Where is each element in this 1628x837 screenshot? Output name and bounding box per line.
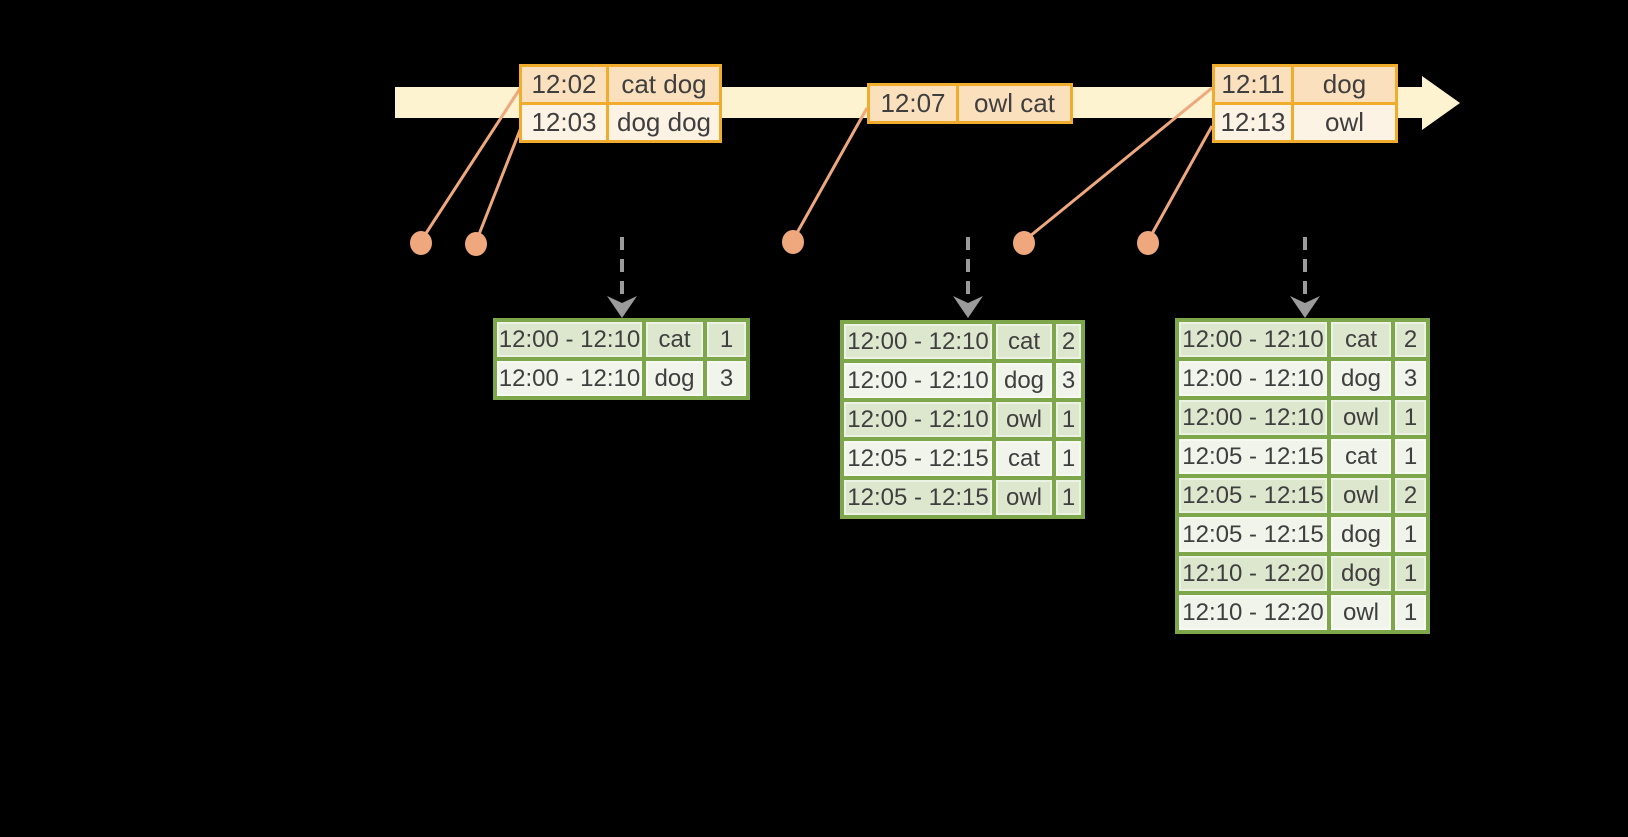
event-marker-dot: [1013, 231, 1035, 255]
event-words-cell: owl cat: [959, 86, 1070, 121]
result-window-cell: 12:05 - 12:15: [1179, 517, 1327, 552]
event-marker-dot: [465, 232, 487, 256]
result-word-cell: cat: [996, 441, 1052, 476]
event-time-cell: 12:13: [1215, 105, 1291, 140]
result-count-cell: 1: [1056, 402, 1081, 437]
result-count-cell: 1: [1056, 441, 1081, 476]
result-word-cell: dog: [1331, 517, 1391, 552]
connector-line: [474, 124, 524, 243]
trigger-arrow-icon: [953, 237, 983, 318]
result-word-cell: owl: [996, 480, 1052, 515]
timeline-arrowhead-icon: [1422, 76, 1460, 130]
result-window-cell: 12:05 - 12:15: [844, 480, 992, 515]
result-count-cell: 1: [1395, 517, 1426, 552]
result-word-cell: owl: [1331, 478, 1391, 513]
result-window-cell: 12:10 - 12:20: [1179, 595, 1327, 630]
event-time-cell: 12:11: [1215, 67, 1291, 102]
result-window-cell: 12:00 - 12:10: [844, 363, 992, 398]
result-count-cell: 3: [1056, 363, 1081, 398]
result-count-cell: 2: [1395, 322, 1426, 357]
result-count-cell: 3: [707, 361, 746, 396]
result-word-cell: dog: [646, 361, 703, 396]
trigger-arrow-icon: [607, 237, 637, 318]
event-time-cell: 12:03: [522, 105, 606, 140]
result-window-cell: 12:00 - 12:10: [1179, 322, 1327, 357]
result-word-cell: dog: [1331, 556, 1391, 591]
result-word-cell: owl: [1331, 400, 1391, 435]
result-word-cell: dog: [1331, 361, 1391, 396]
result-word-cell: cat: [646, 322, 703, 357]
event-words-cell: dog: [1294, 67, 1395, 102]
event-marker-dot: [1137, 231, 1159, 255]
connector-line: [419, 86, 523, 242]
connector-line: [1146, 125, 1214, 242]
result-window-cell: 12:05 - 12:15: [844, 441, 992, 476]
result-window-cell: 12:00 - 12:10: [497, 322, 642, 357]
result-count-cell: 1: [1395, 556, 1426, 591]
result-window-cell: 12:00 - 12:10: [497, 361, 642, 396]
result-window-cell: 12:10 - 12:20: [1179, 556, 1327, 591]
result-window-cell: 12:05 - 12:15: [1179, 478, 1327, 513]
result-window-cell: 12:00 - 12:10: [844, 324, 992, 359]
result-count-cell: 1: [1056, 480, 1081, 515]
result-count-cell: 1: [1395, 400, 1426, 435]
result-count-cell: 2: [1395, 478, 1426, 513]
result-window-cell: 12:00 - 12:10: [1179, 400, 1327, 435]
connector-line: [1023, 86, 1213, 243]
result-window-cell: 12:00 - 12:10: [1179, 361, 1327, 396]
result-count-cell: 1: [1395, 439, 1426, 474]
event-time-cell: 12:02: [522, 67, 606, 102]
trigger-arrow-icon: [1290, 237, 1320, 318]
result-word-cell: owl: [996, 402, 1052, 437]
event-words-cell: owl: [1294, 105, 1395, 140]
event-marker-dot: [410, 231, 432, 255]
result-word-cell: owl: [1331, 595, 1391, 630]
result-word-cell: cat: [1331, 322, 1391, 357]
event-marker-dot: [782, 230, 804, 254]
result-count-cell: 1: [707, 322, 746, 357]
result-word-cell: dog: [996, 363, 1052, 398]
event-time-cell: 12:07: [870, 86, 956, 121]
result-count-cell: 3: [1395, 361, 1426, 396]
result-word-cell: cat: [1331, 439, 1391, 474]
result-window-cell: 12:05 - 12:15: [1179, 439, 1327, 474]
event-words-cell: cat dog: [609, 67, 719, 102]
connector-line: [791, 107, 869, 241]
result-window-cell: 12:00 - 12:10: [844, 402, 992, 437]
result-word-cell: cat: [996, 324, 1052, 359]
result-count-cell: 2: [1056, 324, 1081, 359]
event-words-cell: dog dog: [609, 105, 719, 140]
result-count-cell: 1: [1395, 595, 1426, 630]
